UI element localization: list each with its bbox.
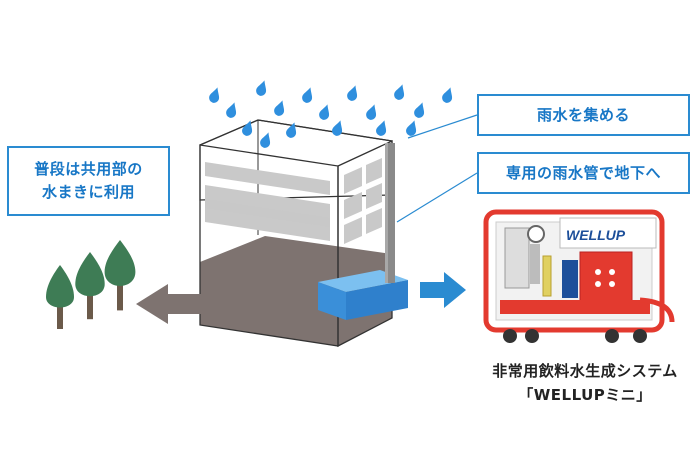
- rain-drop-icon: [286, 122, 297, 138]
- building: [199, 119, 393, 348]
- arrow-left-icon: [136, 284, 232, 324]
- rain-drop-icon: [242, 120, 253, 136]
- rain-drop-icon: [366, 104, 377, 120]
- rain-drop-icon: [332, 120, 343, 136]
- rain-pipe: [385, 143, 395, 283]
- wellup-machine: WELLUP: [483, 209, 675, 343]
- leader-pipe: [396, 172, 478, 223]
- rain-drop-icon: [226, 102, 237, 118]
- tree-icon: [104, 240, 136, 311]
- rain-drops: [209, 80, 453, 148]
- leader-collect: [407, 114, 478, 139]
- callout-rain-pipe: 専用の雨水管で地下へ: [477, 152, 690, 194]
- trees: [46, 240, 136, 329]
- rain-drop-icon: [302, 87, 313, 103]
- rain-drop-icon: [442, 87, 453, 103]
- product-caption-line1: 非常用飲料水生成システム: [492, 362, 678, 380]
- rain-drop-icon: [256, 80, 267, 96]
- rain-drop-icon: [209, 87, 220, 103]
- rain-drop-icon: [347, 85, 358, 101]
- rain-drop-icon: [274, 100, 285, 116]
- arrow-right-icon: [420, 272, 466, 308]
- callout-collect-rain: 雨水を集める: [477, 94, 690, 136]
- rain-drop-icon: [260, 132, 271, 148]
- rain-drop-icon: [376, 120, 387, 136]
- callout-daily-use-line2: 水まきに利用: [41, 183, 135, 201]
- tree-icon: [75, 252, 105, 320]
- rain-drop-icon: [406, 120, 417, 136]
- callout-daily-use: 普段は共用部の 水まきに利用: [7, 146, 170, 216]
- callout-daily-use-line1: 普段は共用部の: [34, 160, 143, 178]
- wellup-logo: WELLUP: [566, 227, 626, 243]
- callout-rain-pipe-text: 専用の雨水管で地下へ: [505, 163, 661, 182]
- rain-drop-icon: [394, 84, 405, 100]
- tree-icon: [46, 265, 74, 329]
- product-caption-line2: 「WELLUPミニ」: [518, 386, 652, 404]
- rain-drop-icon: [319, 104, 330, 120]
- callout-collect-rain-text: 雨水を集める: [536, 105, 630, 124]
- rain-drop-icon: [414, 102, 425, 118]
